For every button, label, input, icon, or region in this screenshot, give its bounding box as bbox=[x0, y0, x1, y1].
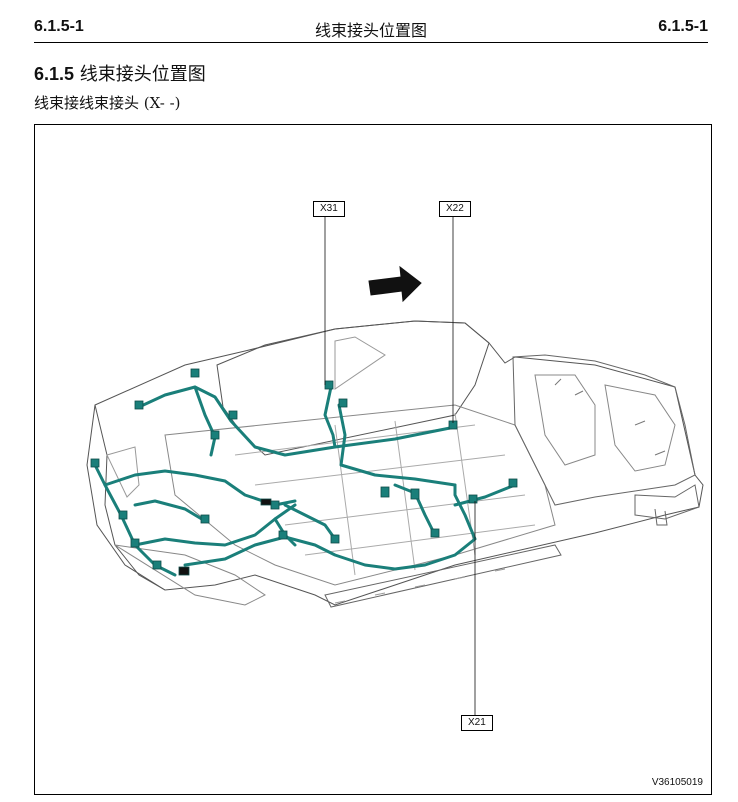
section-subtitle: 线束接线束接头 (X- -) bbox=[34, 94, 181, 112]
callout-x31: X31 bbox=[313, 201, 345, 217]
callout-x22: X22 bbox=[439, 201, 471, 217]
section-title: 6.1.5 线束接头位置图 bbox=[34, 60, 206, 86]
section-title-text: 线束接头位置图 bbox=[79, 64, 206, 85]
figure-id: V36105019 bbox=[651, 777, 703, 788]
section-number: 6.1.5 bbox=[34, 64, 75, 84]
header-page-number-left: 6.1.5-1 bbox=[34, 18, 84, 35]
vehicle-harness-diagram bbox=[86, 215, 704, 715]
page-header: 6.1.5-1 线束接头位置图 6.1.5-1 bbox=[34, 10, 708, 40]
figure-frame: X31 X22 X21 V36105019 bbox=[34, 124, 712, 795]
connectors bbox=[90, 368, 518, 576]
callout-leaders bbox=[324, 215, 476, 715]
header-title: 线束接头位置图 bbox=[314, 21, 427, 40]
header-page-number-right: 6.1.5-1 bbox=[658, 18, 708, 35]
callout-x21: X21 bbox=[461, 715, 493, 731]
forward-arrow-icon bbox=[368, 265, 422, 303]
header-divider bbox=[34, 42, 708, 43]
